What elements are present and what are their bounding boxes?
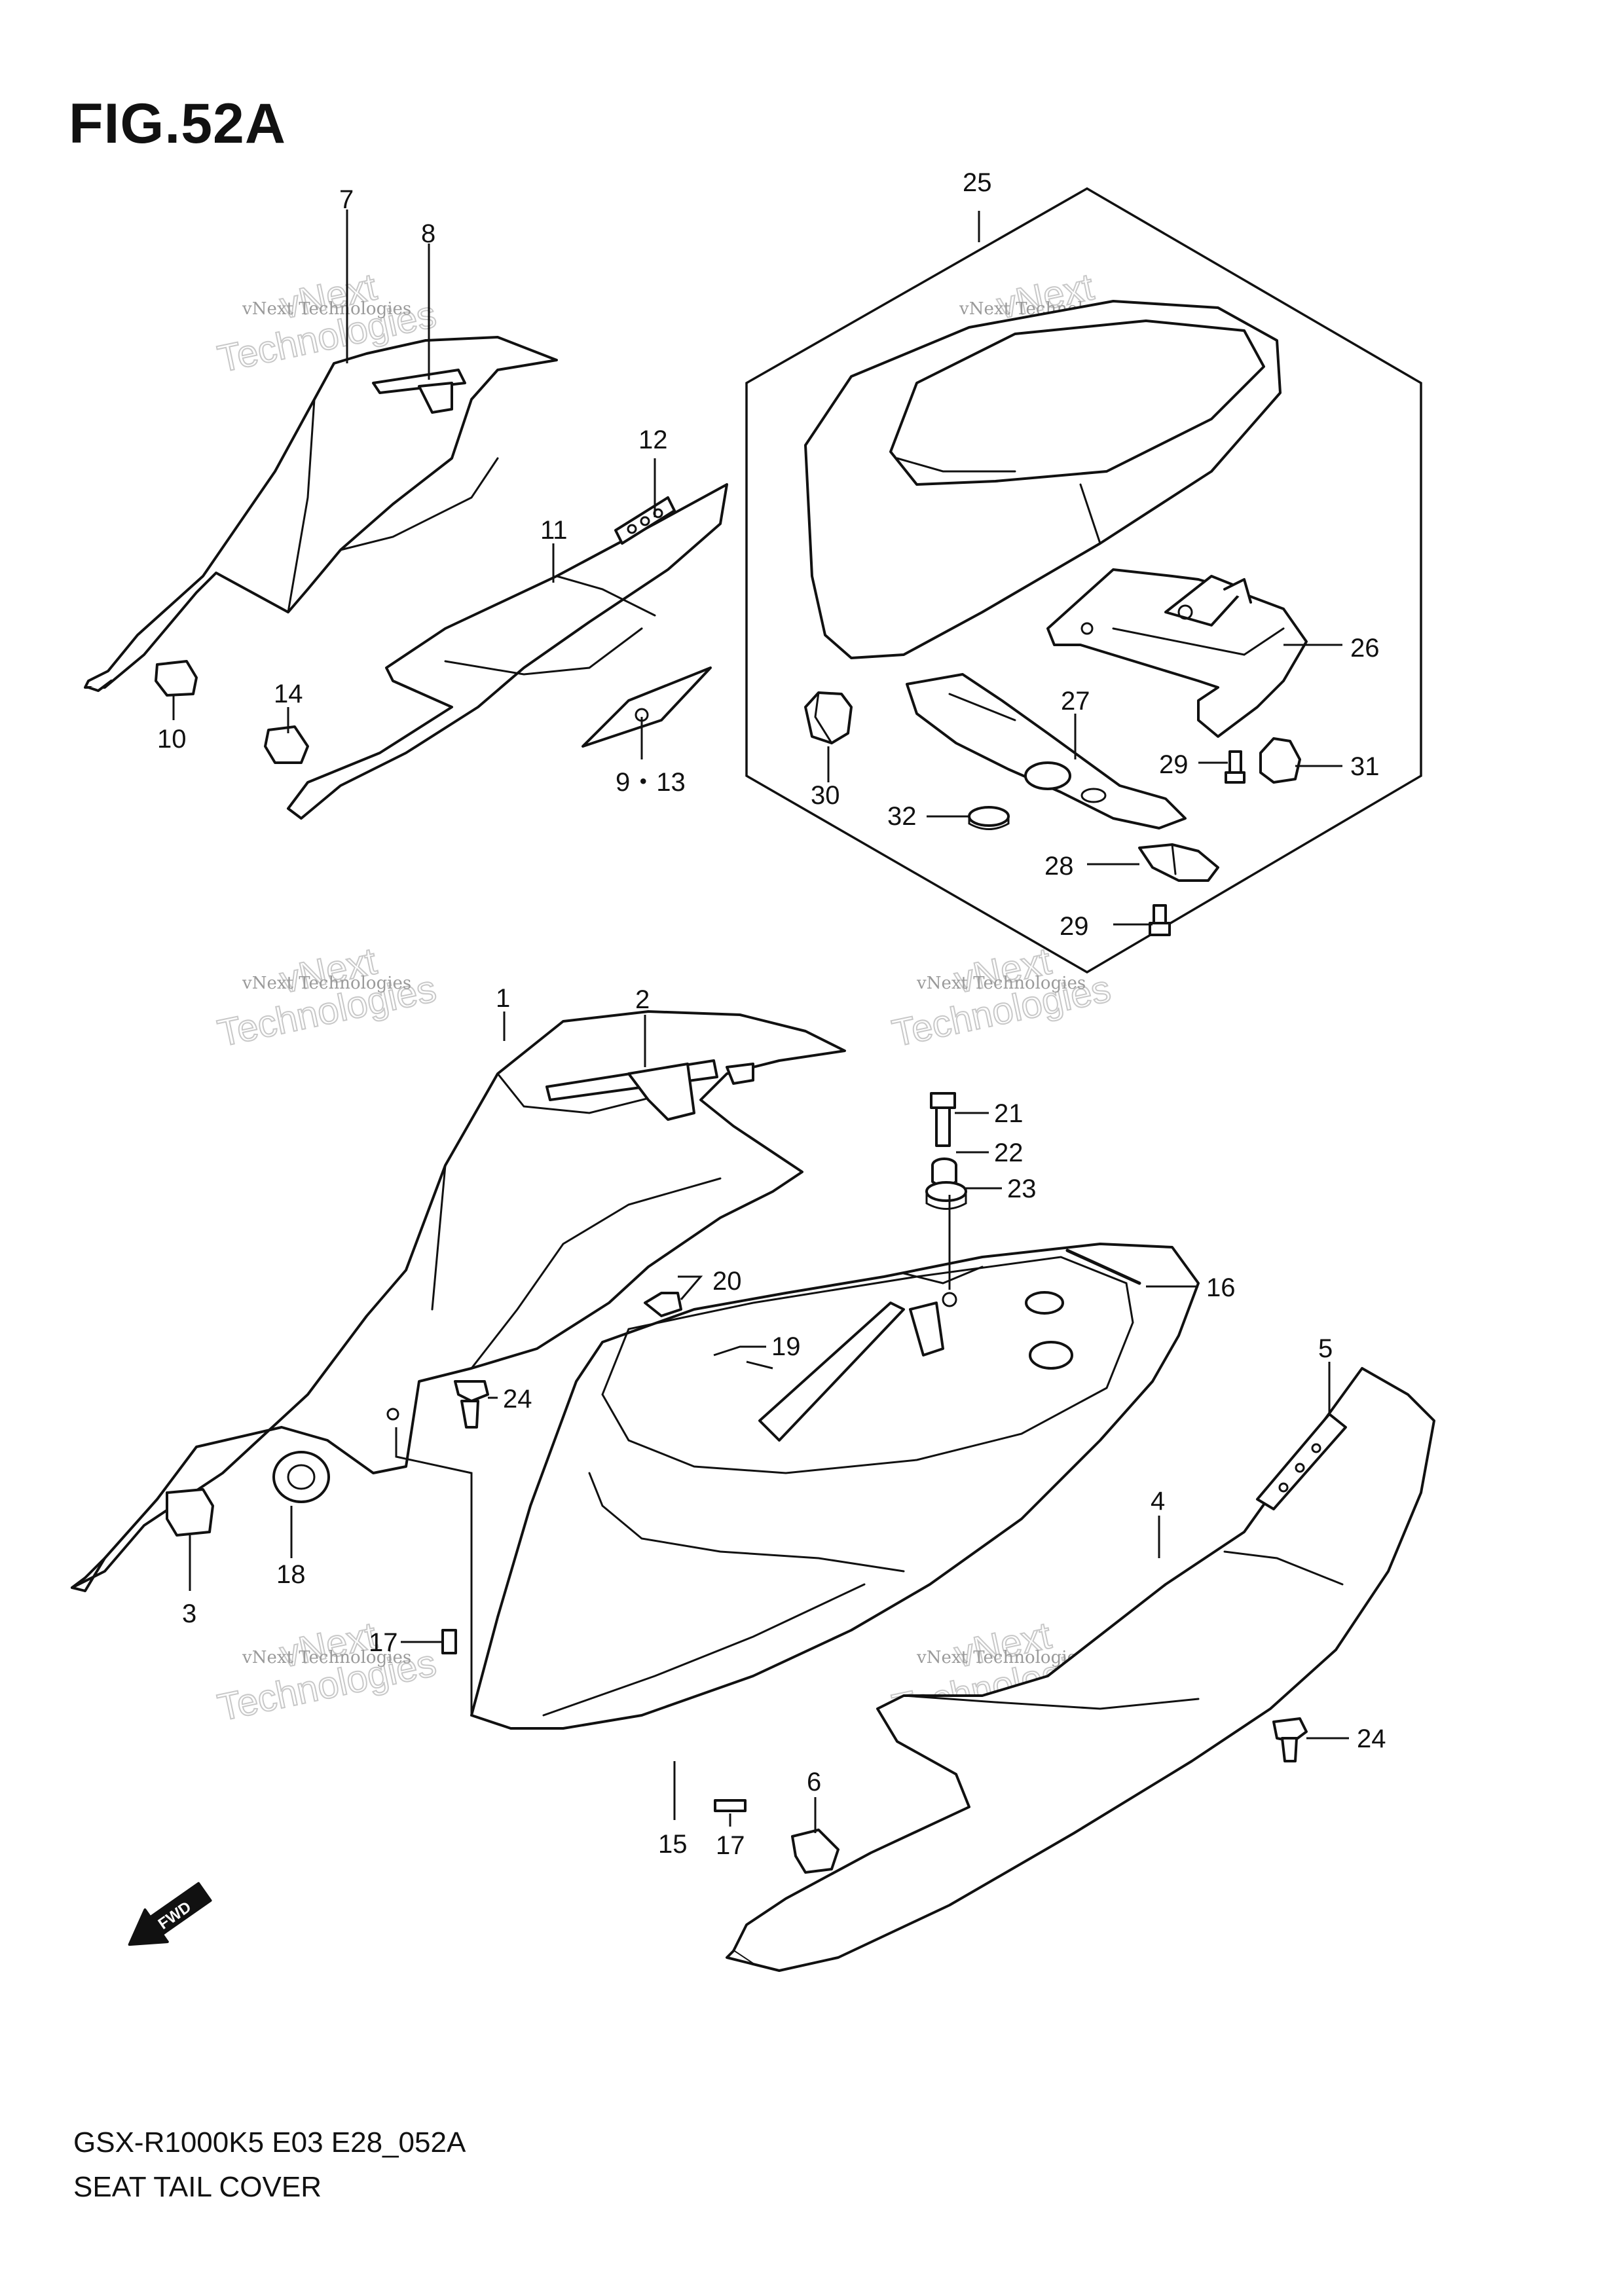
part-15-under-tray xyxy=(470,1243,1200,1730)
part-21-bolt xyxy=(930,1092,956,1147)
part-18-grommet xyxy=(272,1451,330,1503)
part-6-clip xyxy=(791,1829,840,1874)
callout-21: 21 xyxy=(994,1099,1024,1128)
callout-16: 16 xyxy=(1206,1273,1236,1302)
callout-22: 22 xyxy=(994,1139,1024,1167)
figure-title: FIG.52A xyxy=(69,92,286,155)
part-12-emblem xyxy=(614,496,676,545)
part-26-bracket xyxy=(1046,568,1308,738)
part-29-bolt xyxy=(1149,904,1171,936)
callout-14: 14 xyxy=(274,680,303,708)
part-24-rivet xyxy=(454,1380,489,1429)
part-27-plate xyxy=(906,673,1187,829)
callout-11: 11 xyxy=(540,516,568,545)
part-1-rear-cowl xyxy=(71,1010,846,1592)
part-20-clip xyxy=(644,1292,682,1317)
part-31-damper xyxy=(1259,737,1301,784)
callout-15: 15 xyxy=(658,1830,688,1859)
callout-17-left: 17 xyxy=(369,1628,398,1657)
callout-10: 10 xyxy=(157,725,187,754)
callout-23: 23 xyxy=(1007,1175,1037,1203)
part-25-seat-cowl xyxy=(804,300,1282,659)
callout-18: 18 xyxy=(276,1560,306,1589)
leader-lines xyxy=(172,210,1349,1833)
callout-1: 1 xyxy=(496,984,510,1013)
figure-caption: SEAT TAIL COVER xyxy=(73,2171,322,2203)
watermark: Technologies vNext vNext Technologies xyxy=(213,1613,441,1730)
callout-31: 31 xyxy=(1350,752,1380,781)
callout-5: 5 xyxy=(1318,1334,1333,1363)
callout-8: 8 xyxy=(421,219,435,248)
callout-29-lower: 29 xyxy=(1060,912,1089,941)
part-17-label xyxy=(714,1799,747,1812)
watermark: Technologies vNext vNext Technologies xyxy=(213,264,441,381)
part-3-clip xyxy=(166,1488,214,1537)
part-14-clip xyxy=(264,725,309,764)
callout-2: 2 xyxy=(635,985,650,1014)
part-7-side-cover xyxy=(84,336,558,692)
model-code: GSX-R1000K5 E03 E28_052A xyxy=(73,2126,466,2159)
callout-20: 20 xyxy=(712,1267,742,1296)
callout-24-right: 24 xyxy=(1357,1724,1386,1753)
watermark-small: vNext Technologies xyxy=(242,1648,411,1667)
callout-19: 19 xyxy=(771,1332,801,1361)
part-16-emblem xyxy=(1065,1248,1141,1285)
callout-6: 6 xyxy=(807,1768,821,1796)
part-24-rivet xyxy=(1272,1717,1308,1762)
callout-9-13: 9・13 xyxy=(616,768,686,797)
watermark-small: vNext Technologies xyxy=(916,974,1086,993)
callout-3: 3 xyxy=(182,1599,196,1628)
callout-7: 7 xyxy=(339,185,354,214)
callout-26: 26 xyxy=(1350,634,1380,663)
watermark: Technologies vNext vNext Technologies xyxy=(213,939,441,1055)
callout-12: 12 xyxy=(638,426,668,454)
callouts: 7 8 12 11 14 10 9・13 25 26 27 29 31 30 3… xyxy=(157,168,1386,1860)
watermark-small: vNext Technologies xyxy=(242,974,411,993)
part-25-seat-cowl-kit-outline xyxy=(745,187,1422,974)
callout-4: 4 xyxy=(1151,1487,1165,1516)
part-4-side-cover xyxy=(726,1367,1435,1972)
part-29-bolt xyxy=(1225,750,1246,784)
watermark: Technologies vNext vNext Technologies xyxy=(888,939,1115,1055)
part-28-lock-bracket xyxy=(1138,843,1219,882)
callout-24-left: 24 xyxy=(503,1385,532,1413)
part-10-clip xyxy=(155,660,198,697)
callout-29-upper: 29 xyxy=(1159,750,1189,779)
part-23-grommet xyxy=(925,1181,967,1210)
callout-17-bottom: 17 xyxy=(716,1831,745,1860)
fwd-arrow-icon: FWD xyxy=(128,1882,212,1946)
part-32-grommet xyxy=(968,806,1010,830)
callout-28: 28 xyxy=(1044,852,1074,881)
callout-30: 30 xyxy=(811,781,840,810)
part-30-rubber xyxy=(804,691,853,744)
callout-25: 25 xyxy=(963,168,992,197)
part-9-13-stripe xyxy=(581,666,712,748)
watermark-small: vNext Technologies xyxy=(242,299,411,319)
callout-32: 32 xyxy=(887,802,917,831)
part-5-emblem xyxy=(1256,1413,1347,1510)
callout-27: 27 xyxy=(1061,687,1090,716)
watermark-small: vNext Technologies xyxy=(916,1648,1086,1667)
part-17-label xyxy=(441,1629,457,1654)
